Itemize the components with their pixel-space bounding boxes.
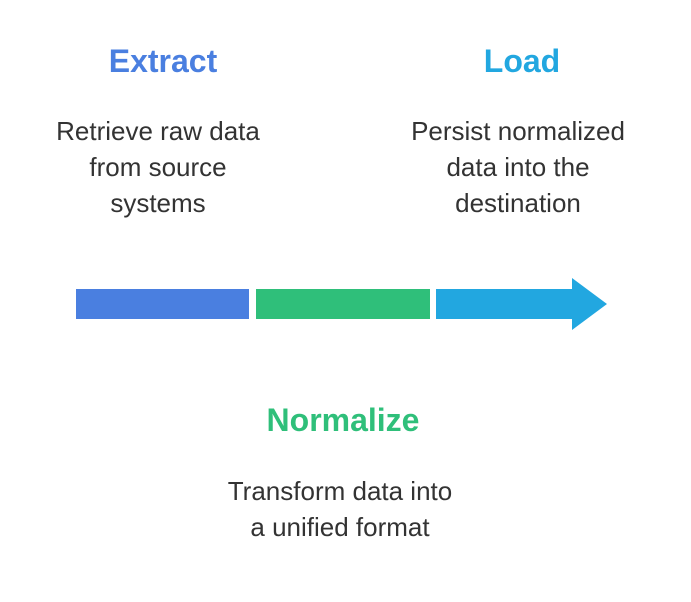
pipeline-arrow (76, 278, 607, 330)
extract-description-line: Retrieve raw data (56, 116, 260, 146)
normalize-description-line: a unified format (250, 512, 430, 542)
extract-title: Extract (108, 43, 218, 79)
normalize-description-line: Transform data into (227, 476, 453, 506)
normalize-title: Normalize (266, 402, 420, 438)
load-description-line: data into the (446, 152, 590, 182)
extract-description-line: systems (110, 188, 206, 218)
load-description-line: Persist normalized (411, 116, 625, 146)
load-title: Load (483, 43, 561, 79)
load-description: Persist normalized data into the destina… (368, 113, 668, 221)
extract-description: Retrieve raw data from source systems (8, 113, 308, 221)
extract-description-line: from source (89, 152, 227, 182)
extract-segment (76, 289, 249, 319)
normalize-description: Transform data into a unified format (190, 473, 490, 545)
load-arrow-segment (436, 278, 607, 330)
normalize-segment (256, 289, 430, 319)
load-description-line: destination (455, 188, 581, 218)
